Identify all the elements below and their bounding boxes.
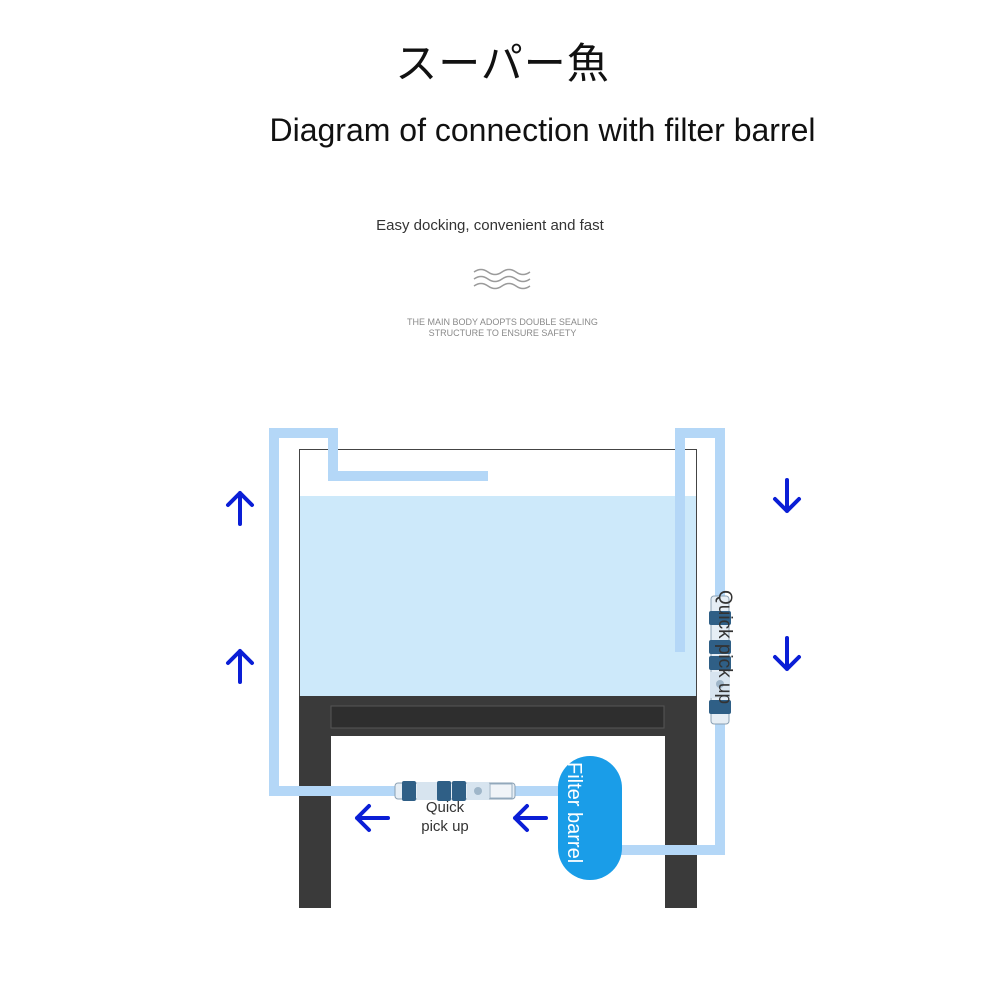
quick-connector-bottom (394, 781, 516, 801)
wave-icon (473, 268, 531, 290)
flow-arrow-down-2 (773, 636, 801, 671)
flow-arrow-up-1 (226, 491, 254, 526)
quick-pick-up-label-bottom: Quick pick up (421, 799, 469, 835)
stand-inner-rail (330, 705, 665, 729)
tagline: THE MAIN BODY ADOPTS DOUBLE SEALING STRU… (0, 317, 1005, 339)
brand-title: スーパー魚 (395, 39, 610, 88)
stand-leg-left (299, 736, 331, 908)
tagline-line-1: THE MAIN BODY ADOPTS DOUBLE SEALING (407, 317, 598, 327)
tank-water (300, 496, 696, 696)
filter-barrel (558, 756, 622, 880)
flow-arrow-up-2 (226, 649, 254, 684)
tagline-line-2: STRUCTURE TO ENSURE SAFETY (428, 328, 577, 338)
flow-arrow-down-1 (773, 478, 801, 513)
filter-barrel-label: Filter barrel (563, 762, 585, 864)
flow-arrow-left-1 (355, 804, 390, 832)
flow-arrow-left-2 (513, 804, 548, 832)
quick-connector-side (709, 595, 731, 725)
quick-pick-up-label-side: Quick pick up (714, 590, 735, 705)
return-pipe (269, 428, 560, 796)
subtitle: Easy docking, convenient and fast (376, 217, 604, 234)
stand-leg-right (665, 736, 697, 908)
intake-pipe (618, 428, 725, 855)
page-title: Diagram of connection with filter barrel (269, 112, 816, 148)
